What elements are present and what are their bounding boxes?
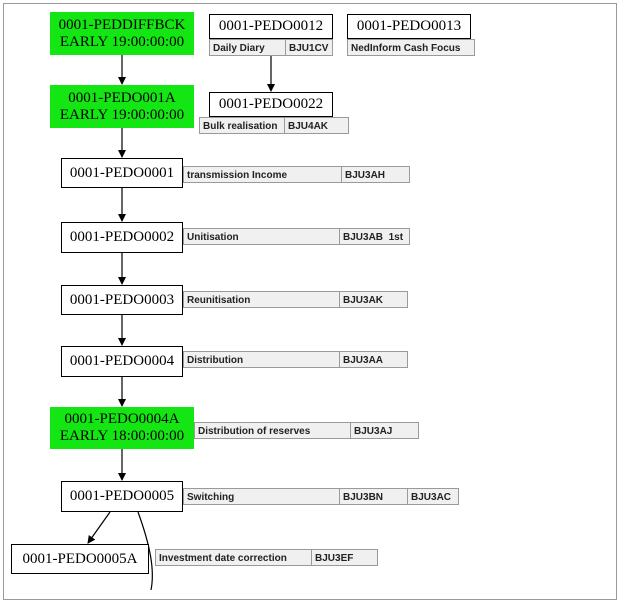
diagram-frame [3,3,617,600]
label-pedo0001: transmission Income BJU3AH [183,166,410,183]
label-pedo0022: Bulk realisation BJU4AK [199,117,349,134]
node-pedo0022: 0001-PEDO0022 [209,92,333,117]
node-pedo0001: 0001-PEDO0001 [61,158,183,188]
node-pedo0013: 0001-PEDO0013 [347,14,471,39]
label-desc: Unitisation [187,232,239,243]
label-pedo0003: Reunitisation BJU3AK [183,291,408,308]
label-code: BJU3AK [339,292,407,307]
label-code: BJU4AK [284,118,348,133]
node-pedo0004: 0001-PEDO0004 [61,346,183,377]
edge-pedo0005-continuation [137,511,153,591]
label-desc: transmission Income [187,170,288,181]
label-pedo0005a: Investment date correction BJU3EF [155,549,378,566]
label-pedo0004a: Distribution of reserves BJU3AJ [194,422,419,439]
label-code: BJU3AA [339,352,407,367]
node-pedo0005: 0001-PEDO0005 [61,481,183,512]
label-desc: Investment date correction [159,553,287,564]
label-code: BJU1CV [285,40,332,55]
label-pedo0013: NedInform Cash Focus [347,39,475,56]
label-code: BJU3EF [311,550,377,565]
label-pedo0002: Unitisation BJU3AB 1st [183,228,410,245]
label-code: BJU3BN [339,489,407,504]
node-pedo0002: 0001-PEDO0002 [61,222,183,253]
label-code: BJU3AJ [350,423,418,438]
node-pedo0003: 0001-PEDO0003 [61,285,183,315]
label-desc: NedInform Cash Focus [351,43,461,54]
label-desc: Bulk realisation [203,121,278,132]
label-pedo0004: Distribution BJU3AA [183,351,408,368]
label-code: BJU3AB 1st [339,229,409,244]
label-desc: Switching [187,492,235,503]
label-pedo0005: Switching BJU3BN BJU3AC [183,488,459,505]
label-code: BJU3AH [341,167,409,182]
node-pedo0005a: 0001-PEDO0005A [11,544,149,574]
label-desc: Distribution of reserves [198,426,311,437]
label-desc: Reunitisation [187,295,251,306]
label-code: BJU3AC [407,489,458,504]
edge-pedo0005-pedo0005a [87,511,111,544]
label-desc: Distribution [187,355,244,366]
label-pedo0012: Daily Diary BJU1CV [209,39,333,56]
label-desc: Daily Diary [213,43,265,54]
node-pedo0012: 0001-PEDO0012 [209,14,333,39]
